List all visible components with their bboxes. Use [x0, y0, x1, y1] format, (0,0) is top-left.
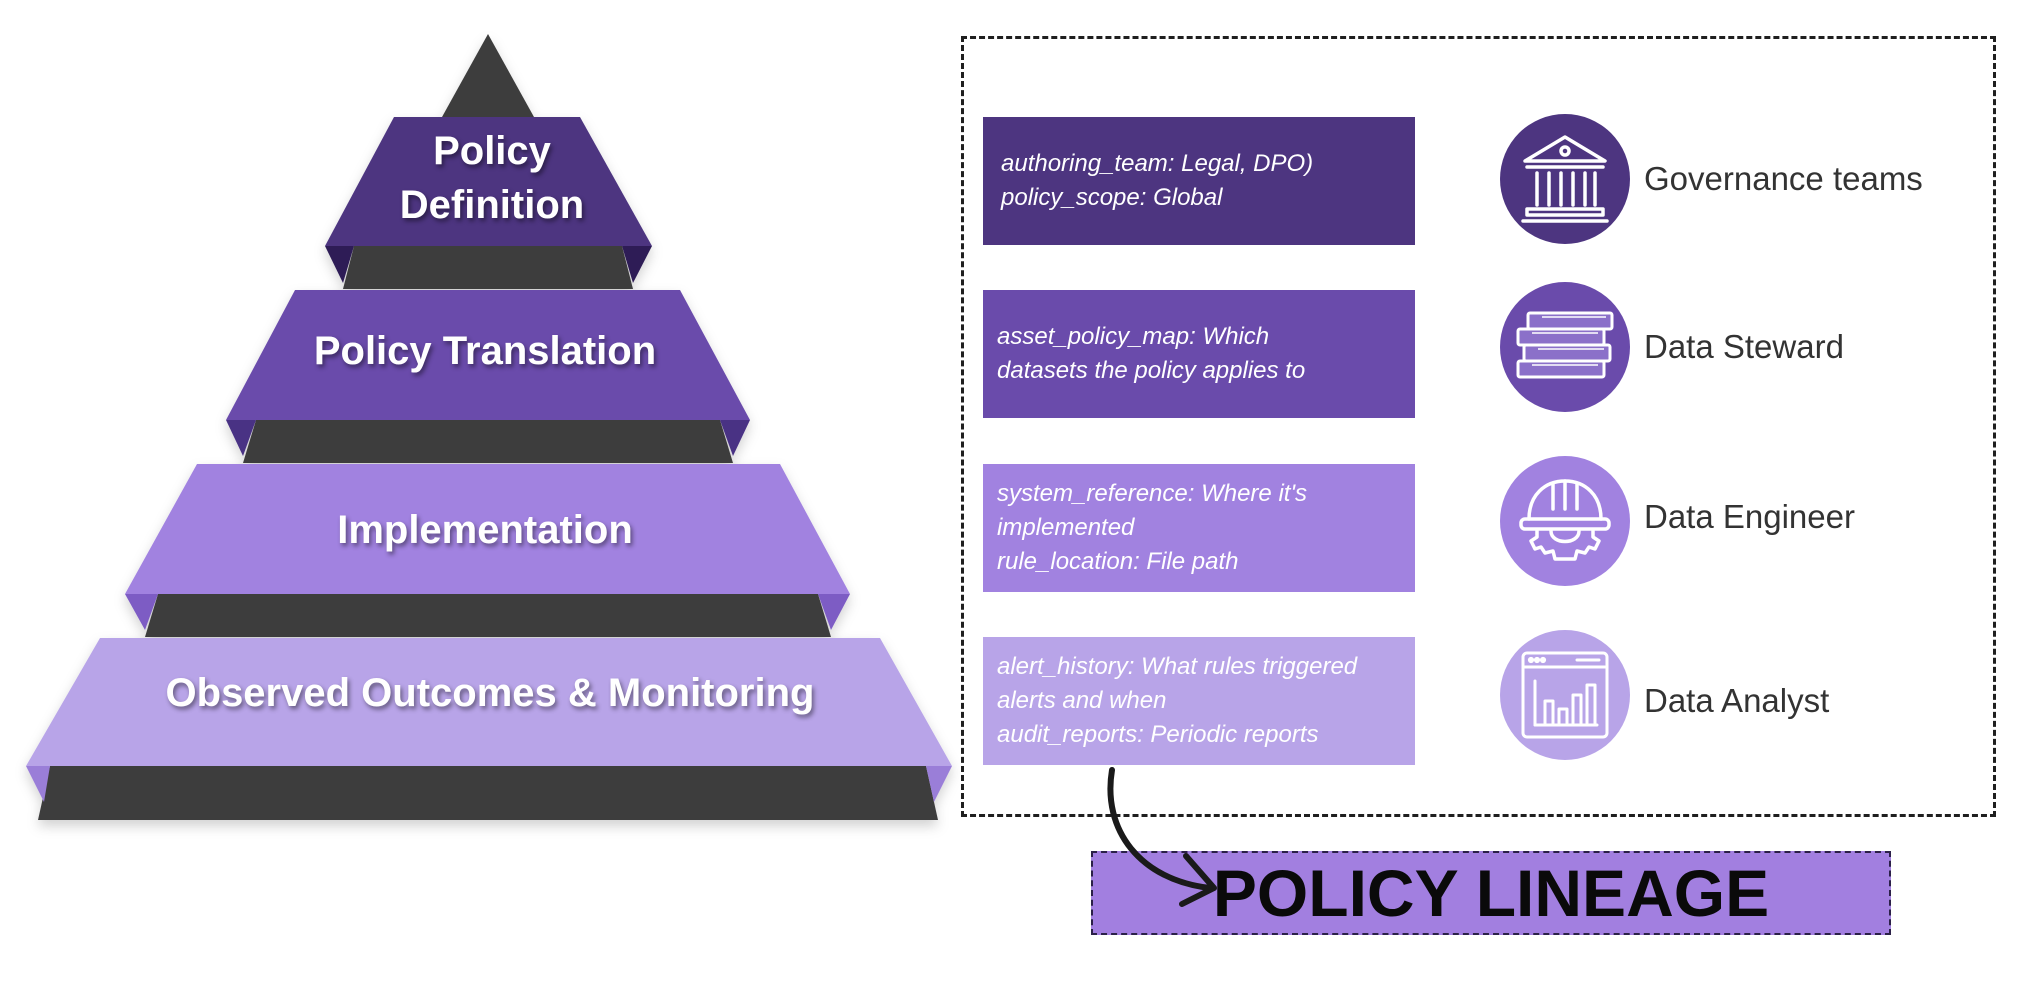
role-label-data-steward: Data Steward [1644, 328, 1844, 365]
tier-label-observed-outcomes: Observed Outcomes & Monitoring [165, 671, 815, 715]
hard-hat-gear-icon [1519, 479, 1611, 561]
pyramid-tier-3 [125, 464, 850, 594]
pyramid-band-1 [343, 246, 633, 289]
pyramid-band-4 [38, 766, 938, 820]
role-label-data-analyst: Data Analyst [1644, 682, 1830, 719]
pyramid-tier-2 [226, 290, 750, 420]
policy-pyramid [26, 34, 952, 820]
tier-label-implementation: Implementation [337, 508, 633, 552]
pyramid-tier-1 [325, 117, 652, 246]
role-circle-governance [1500, 114, 1630, 244]
policy-lineage-title: POLICY LINEAGE [1212, 856, 1770, 930]
role-circle-data-steward [1500, 282, 1630, 412]
pyramid-tier-2-fold-left [226, 420, 256, 456]
metadata-box-implementation: system_reference: Where it's implemented… [983, 464, 1415, 592]
pyramid-band-2 [243, 420, 733, 463]
pyramid-tier-4 [26, 638, 952, 766]
role-label-data-engineer: Data Engineer [1644, 498, 1855, 535]
tier-label-policy-definition: Policy Definition [399, 129, 585, 228]
pyramid-tier-4-fold-left [26, 766, 50, 802]
pyramid-tier-4-fold-right [926, 766, 952, 802]
metadata-box-observed-outcomes: alert_history: What rules triggered aler… [983, 637, 1415, 765]
tier-label-policy-translation: Policy Translation [313, 329, 657, 373]
pyramid-band-3 [145, 594, 831, 637]
pyramid-tier-2-fold-right [720, 420, 750, 456]
role-circle-data-analyst [1500, 630, 1630, 760]
government-building-icon [1521, 135, 1609, 223]
pyramid-tier-1-fold-left [325, 246, 354, 283]
pyramid-tier-3-fold-left [125, 594, 158, 630]
pyramid-tier-3-fold-right [818, 594, 850, 630]
metadata-roles-frame [961, 36, 1996, 817]
role-label-governance: Governance teams [1644, 160, 1923, 197]
policy-lineage-box: POLICY LINEAGE [1091, 851, 1891, 935]
stack-of-books-icon [1516, 311, 1614, 379]
pyramid-apex [442, 34, 534, 117]
role-circle-data-engineer [1500, 456, 1630, 586]
metadata-box-policy-translation: asset_policy_map: Which datasets the pol… [983, 290, 1415, 418]
pyramid-tier-1-fold-right [622, 246, 652, 283]
metadata-box-policy-definition: authoring_team: Legal, DPO) policy_scope… [983, 117, 1415, 245]
dashboard-bar-chart-icon [1521, 651, 1609, 739]
